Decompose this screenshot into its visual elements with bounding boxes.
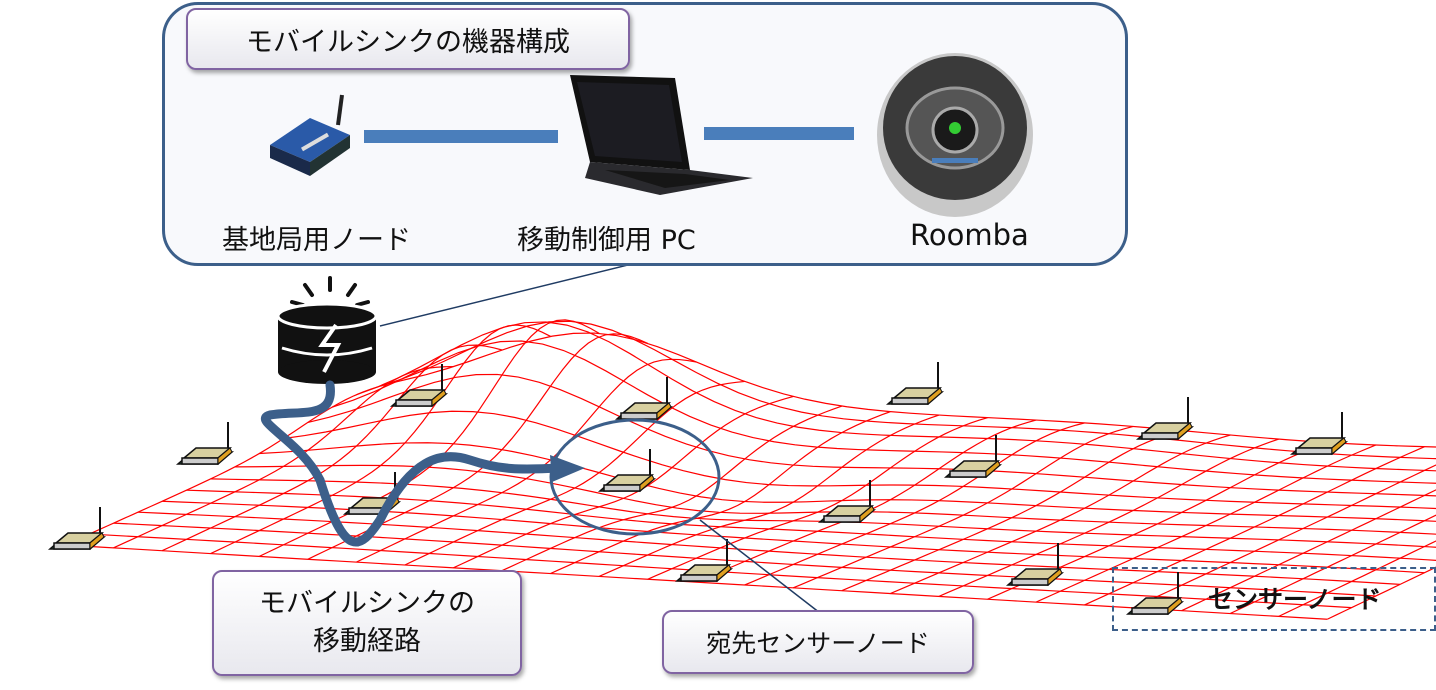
config-title: モバイルシンクの機器構成 xyxy=(186,8,630,70)
mesh-line xyxy=(647,417,988,580)
mesh-line xyxy=(307,373,1436,497)
mesh-line xyxy=(283,410,1436,510)
destination-connector xyxy=(699,519,821,614)
route-label: モバイルシンクの 移動経路 xyxy=(212,570,522,676)
link-line xyxy=(704,127,854,140)
mesh-line xyxy=(404,332,1436,448)
destination-label: 宛先センサーノード xyxy=(662,610,974,674)
mesh-line xyxy=(113,365,454,549)
mobile-sink-icon xyxy=(276,276,378,384)
legend-label: センサーノード xyxy=(1208,585,1382,614)
mesh-line xyxy=(598,414,940,577)
sensor-node-icon xyxy=(177,421,233,465)
laptop-icon xyxy=(570,75,753,195)
device-label: Roomba xyxy=(910,218,1029,252)
sensor-node-icon xyxy=(616,376,672,420)
mesh-line xyxy=(64,544,1328,620)
sensor-node-icon xyxy=(887,361,943,405)
connector-line xyxy=(379,261,641,327)
sensor-board-icon xyxy=(270,94,350,176)
sensor-node-icon xyxy=(945,434,1001,478)
sensor-node-icon xyxy=(1291,411,1347,455)
sensor-node-icon xyxy=(1137,396,1193,440)
device-label: 基地局用ノード xyxy=(222,225,411,256)
mesh-line xyxy=(1326,566,1436,620)
mesh-line xyxy=(113,522,1376,597)
mesh-line xyxy=(259,442,1436,522)
sensor-node-icon xyxy=(599,448,655,492)
mesh-line xyxy=(744,422,1085,586)
mesh-line xyxy=(1278,540,1436,617)
link-line xyxy=(364,130,558,143)
mesh-line xyxy=(64,379,406,546)
terrain-mesh xyxy=(64,319,1436,620)
route-path xyxy=(260,380,565,547)
mesh-line xyxy=(137,511,1401,585)
device-label: 移動制御用 PC xyxy=(517,225,696,256)
sensor-node-icon xyxy=(1007,542,1063,586)
sensor-node-icon xyxy=(49,506,105,550)
mesh-line xyxy=(356,321,1436,472)
route-label-line: 移動経路 xyxy=(313,626,421,657)
legend xyxy=(1112,567,1436,631)
route-label-line: モバイルシンクの xyxy=(259,588,475,619)
mesh-line xyxy=(380,320,1436,460)
route-arrowhead-icon xyxy=(550,455,585,482)
destination-highlight xyxy=(549,418,721,536)
mesh-line xyxy=(550,411,891,575)
roomba-icon xyxy=(877,53,1033,217)
mesh-line xyxy=(331,340,1436,484)
